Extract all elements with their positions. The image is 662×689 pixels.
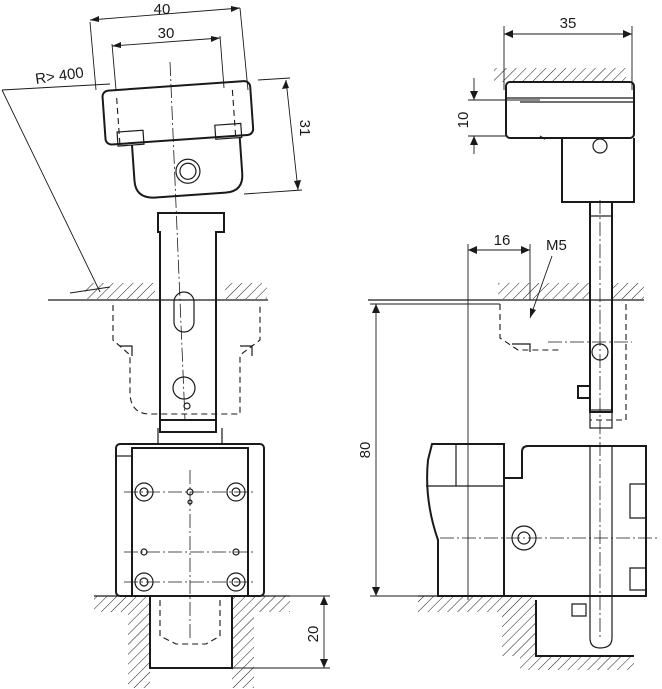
shaft-bottom-cap: [157, 428, 223, 444]
receptacle-lugs-left: [120, 345, 253, 356]
radius-line-2: [1, 83, 111, 91]
mount-surface-right-a: [498, 283, 590, 299]
mount-surface-left-a: [85, 283, 155, 299]
radius-line-1: [1, 89, 101, 293]
receptacle-clip: [577, 385, 591, 399]
pocket-outline-left: [149, 596, 233, 669]
ground-right-b: [502, 596, 536, 656]
tongue-grip-top: [589, 201, 613, 217]
switch-body-side-front: [426, 443, 505, 597]
dim-label-m5: M5: [546, 237, 567, 254]
dim-label-16: 16: [494, 232, 511, 249]
clip-below: [571, 603, 587, 617]
mount-surface-left-b: [225, 283, 267, 299]
left-view: 40 30 R> 400 31 20: [1, 1, 330, 688]
head-body: [505, 81, 635, 139]
pocket-wall-right: [232, 612, 254, 688]
actuator-head: [101, 80, 255, 199]
dim-label-40: 40: [154, 1, 171, 18]
actuator-shaft: [157, 212, 225, 421]
tongue-side: [589, 201, 613, 413]
dim-label-80: 80: [357, 442, 374, 459]
centerline-left: [169, 61, 186, 421]
tongue-below: [589, 596, 613, 649]
ground-left-a: [94, 596, 150, 612]
right-view: 35 10 16 M5 80: [357, 15, 660, 670]
switch-body-side-rear: [503, 445, 647, 597]
dim-label-radius: R> 400: [34, 64, 85, 88]
head-hole: [592, 138, 608, 154]
dim-label-10: 10: [455, 112, 472, 129]
receptacle-dashed-right: [499, 304, 627, 421]
shaft-pin: [183, 402, 191, 410]
receptacle-dashed-left: [112, 305, 261, 415]
tongue-in-body: [589, 445, 613, 597]
receptacle-lug-right: [512, 343, 531, 352]
dim-label-31: 31: [296, 120, 313, 137]
shaft-slot: [173, 291, 195, 333]
dim-label-20: 20: [305, 626, 322, 643]
side-slot-upper: [629, 483, 646, 519]
pocket-inner-dashed: [159, 600, 221, 645]
pocket-outline-right: [535, 600, 634, 657]
m5-leader: [529, 255, 553, 319]
shaft-hole: [172, 376, 196, 400]
head-lower-box: [561, 138, 635, 203]
ground-left-b: [232, 596, 290, 612]
mount-surface-right-b: [612, 283, 644, 299]
radius-arc-leader: [69, 286, 111, 294]
dim-label-30: 30: [158, 25, 175, 42]
ground-right-c: [520, 656, 634, 670]
pocket-wall-left: [128, 612, 150, 688]
side-slot-lower: [629, 567, 646, 591]
head-hatch: [494, 68, 626, 82]
ground-right-a: [418, 596, 502, 612]
shaft-tip: [159, 420, 217, 433]
dim-label-35: 35: [560, 15, 577, 32]
tongue-grip-bottom: [589, 409, 613, 429]
